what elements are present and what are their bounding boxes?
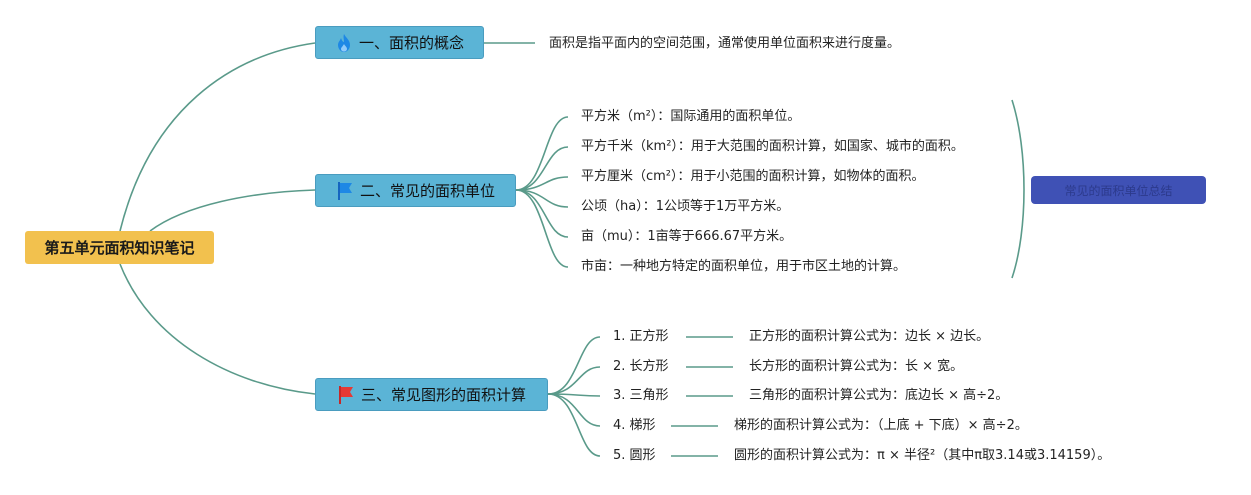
shape-name: 1. 正方形 (613, 329, 669, 344)
fire-icon (335, 33, 353, 53)
area-definition-note: 面积是指平面内的空间范围，通常使用单位面积来进行度量。 (549, 36, 901, 51)
red-flag-icon (337, 385, 355, 405)
topic-title: 一、面积的概念 (358, 34, 464, 52)
shape-formula: 梯形的面积计算公式为：（上底 + 下底）× 高÷2。 (734, 418, 1028, 433)
link-root-topic1 (119, 42, 316, 232)
shape-name: 4. 梯形 (613, 418, 656, 433)
root-node[interactable]: 第五单元面积知识笔记 (25, 231, 214, 264)
blue-flag-icon (336, 181, 354, 201)
shape-formula: 三角形的面积计算公式为：底边长 × 高÷2。 (749, 388, 1009, 403)
topic-shape-area[interactable]: 三、常见图形的面积计算 (315, 378, 548, 411)
shape-formula: 圆形的面积计算公式为：π × 半径²（其中π取3.14或3.14159）。 (734, 448, 1111, 463)
summary-bracket (1011, 99, 1025, 279)
unit-item: 平方千米（km²）：用于大范围的面积计算，如国家、城市的面积。 (581, 139, 964, 154)
shape-name: 5. 圆形 (613, 448, 656, 463)
root-title: 第五单元面积知识笔记 (44, 239, 195, 257)
unit-item: 公顷（ha）：1公顷等于1万平方米。 (581, 199, 790, 214)
link-root-topic2 (149, 189, 316, 232)
shape-name: 3. 三角形 (613, 388, 669, 403)
topic-area-units[interactable]: 二、常见的面积单位 (315, 174, 516, 207)
unit-item: 亩（mu）：1亩等于666.67平方米。 (581, 229, 793, 244)
unit-item: 市亩：一种地方特定的面积单位，用于市区土地的计算。 (581, 259, 907, 274)
unit-item: 平方厘米（cm²）：用于小范围的面积计算，如物体的面积。 (581, 169, 925, 184)
link-root-topic3 (119, 263, 316, 395)
shape-formula: 长方形的面积计算公式为：长 × 宽。 (749, 359, 964, 374)
summary-node[interactable]: 常见的面积单位总结 (1031, 176, 1206, 204)
topic-area-concept[interactable]: 一、面积的概念 (315, 26, 484, 59)
shape-name: 2. 长方形 (613, 359, 669, 374)
topic-title: 二、常见的面积单位 (359, 182, 495, 200)
unit-item: 平方米（m²）：国际通用的面积单位。 (581, 109, 801, 124)
summary-label: 常见的面积单位总结 (1064, 183, 1173, 198)
shape-formula: 正方形的面积计算公式为：边长 × 边长。 (749, 329, 990, 344)
topic-title: 三、常见图形的面积计算 (360, 386, 526, 404)
